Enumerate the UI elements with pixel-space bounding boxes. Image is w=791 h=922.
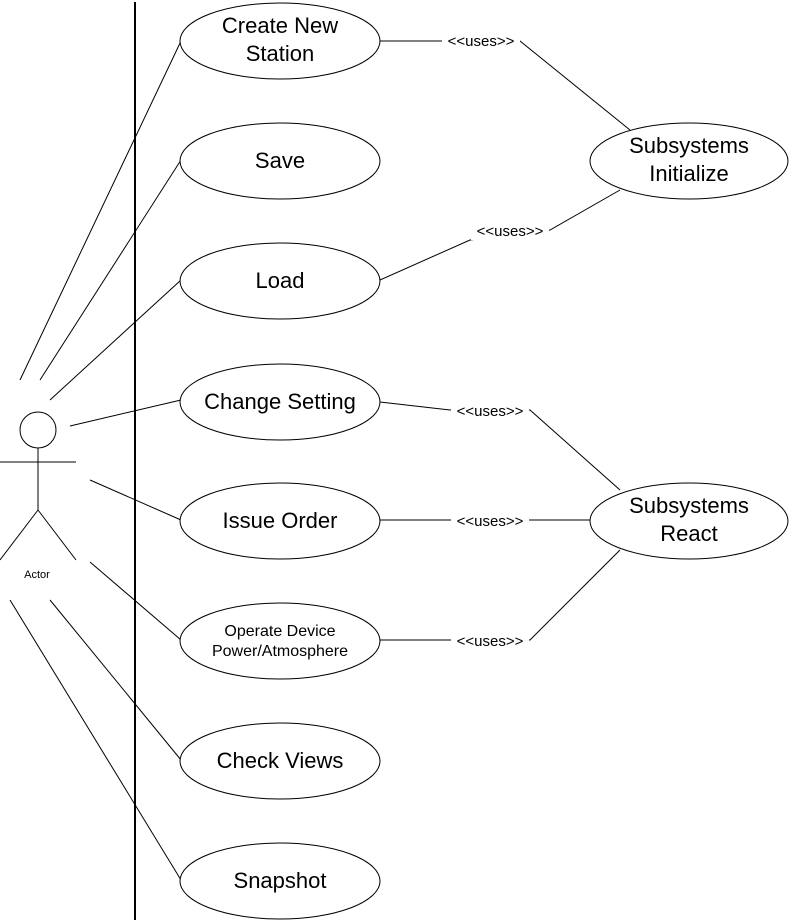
- subsystem-initialize[interactable]: Subsystems Initialize: [589, 122, 789, 200]
- uses-labels: <<uses>> <<uses>> <<uses>> <<uses>> <<us…: [442, 32, 549, 650]
- assoc-check: [49, 599, 182, 761]
- actor-head: [19, 411, 57, 449]
- assoc-create: [19, 40, 182, 381]
- use-case-label: Snapshot: [234, 868, 327, 893]
- actor-figure[interactable]: Actor: [0, 411, 77, 581]
- use-case-label: Create New: [222, 13, 338, 38]
- use-case-load[interactable]: Load: [179, 242, 381, 320]
- use-case-create[interactable]: Create New Station: [179, 2, 381, 80]
- use-case-change-setting[interactable]: Change Setting: [179, 363, 381, 441]
- use-case-label: Station: [246, 41, 315, 66]
- use-case-label: Power/Atmosphere: [212, 643, 348, 660]
- use-case-label: Save: [255, 148, 305, 173]
- actor-associations: [9, 40, 182, 881]
- actor-left-leg: [0, 509, 39, 561]
- use-case-label: Load: [256, 268, 305, 293]
- use-case-snapshot[interactable]: Snapshot: [179, 842, 381, 920]
- subsystem-label: Initialize: [649, 161, 728, 186]
- assoc-issue: [89, 479, 182, 521]
- uses-label: <<uses>>: [448, 33, 515, 50]
- assoc-snapshot: [9, 599, 182, 881]
- assoc-operate: [89, 561, 182, 641]
- use-case-save[interactable]: Save: [179, 122, 381, 200]
- relation-create-init: [380, 40, 631, 131]
- uses-label: <<uses>>: [457, 633, 524, 650]
- subsystem-label: Subsystems: [629, 133, 749, 158]
- uses-label: <<uses>>: [457, 513, 524, 530]
- use-case-check-views[interactable]: Check Views: [179, 722, 381, 800]
- use-case-label: Issue Order: [223, 508, 338, 533]
- subsystem-label: React: [660, 521, 717, 546]
- assoc-save: [39, 159, 182, 381]
- assoc-change: [69, 399, 182, 427]
- use-case-issue-order[interactable]: Issue Order: [179, 482, 381, 560]
- subsystem-react[interactable]: Subsystems React: [589, 482, 789, 560]
- assoc-load: [49, 279, 182, 401]
- use-case-label: Operate Device: [224, 623, 335, 640]
- uses-label: <<uses>>: [477, 223, 544, 240]
- uses-label: <<uses>>: [457, 403, 524, 420]
- actor-right-leg: [37, 509, 77, 561]
- actor-label: Actor: [24, 569, 50, 581]
- relation-operate-react: [380, 549, 621, 641]
- use-case-label: Check Views: [217, 748, 344, 773]
- use-case-label: Change Setting: [204, 389, 356, 414]
- uses-relations: [379, 40, 631, 641]
- use-case-operate-device[interactable]: Operate Device Power/Atmosphere: [179, 602, 381, 680]
- subsystem-label: Subsystems: [629, 493, 749, 518]
